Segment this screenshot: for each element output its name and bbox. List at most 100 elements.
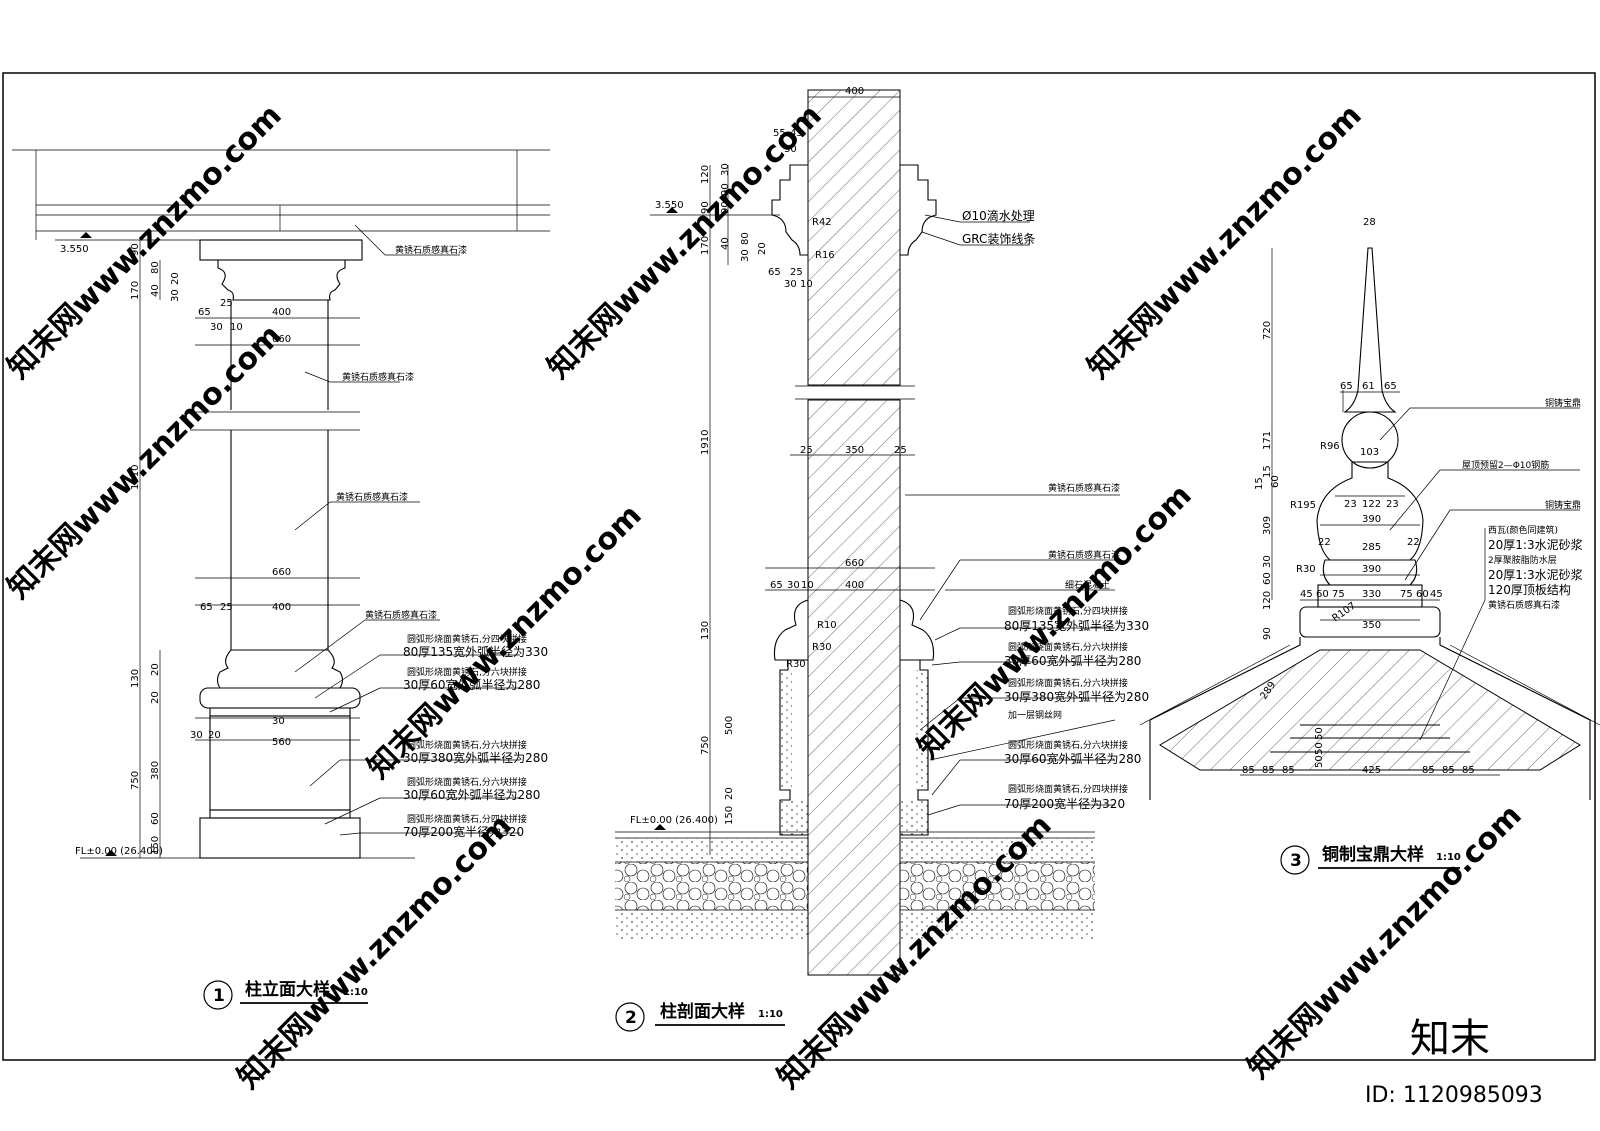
dim-label: 45 xyxy=(1300,589,1313,600)
dim-label: 150 xyxy=(724,806,735,825)
dim-label: 660 xyxy=(845,558,864,569)
dim-label: 660 xyxy=(272,567,291,578)
dim-label: 30 xyxy=(720,163,731,176)
note-b2-b: 30厚60宽外弧半径为280 xyxy=(1004,653,1141,668)
detail-number-2: 2 xyxy=(625,1008,637,1028)
id-label: ID: 1120985093 xyxy=(1365,1083,1543,1108)
note-b4-a: 圆弧形烧面黄锈石,分六块拼接 xyxy=(1008,739,1128,751)
dim-label: 20 xyxy=(150,691,161,704)
detail-title-2: 柱剖面大样 xyxy=(660,1001,745,1022)
dim-label: 85 xyxy=(1422,765,1435,776)
dim-label: 171 xyxy=(1262,431,1273,450)
dim-label: 390 xyxy=(1362,514,1381,525)
note-b2-a: 圆弧形烧面黄锈石,分六块拼接 xyxy=(1008,641,1128,653)
dim-label: 560 xyxy=(272,737,291,748)
dim-label: 10 xyxy=(230,322,243,333)
finial-note-6: 2厚聚胺脂防水层 xyxy=(1488,554,1557,566)
note-cap: 黄锈石质感真石漆 xyxy=(395,244,467,256)
dim-label: 60 xyxy=(1270,475,1281,488)
dim-label: 45 xyxy=(1430,589,1443,600)
dim-label: 23 xyxy=(1344,499,1357,510)
detail-number-1: 1 xyxy=(213,986,225,1006)
dim-label: R107 xyxy=(1330,601,1358,625)
radius-label: R30 xyxy=(786,659,806,670)
dim-label: 350 xyxy=(845,445,864,456)
dim-label: 30 xyxy=(190,730,203,741)
note-concrete: 细石混凝土 xyxy=(1065,579,1110,591)
dim-label: 90 xyxy=(720,183,731,196)
dim-label: 30 xyxy=(740,249,751,262)
note-base2-a: 圆弧形烧面黄锈石,分六块拼接 xyxy=(407,666,527,678)
dim-label: 380 xyxy=(150,761,161,780)
dim-label: 350 xyxy=(1362,620,1381,631)
dim-label: 85 xyxy=(1242,765,1255,776)
dim-label: 30 xyxy=(787,580,800,591)
dim-label: 60 xyxy=(1416,589,1429,600)
dim-label: 10 xyxy=(801,580,814,591)
dim-label: 500 xyxy=(724,716,735,735)
dim-label: 400 xyxy=(845,86,864,97)
dim-label: 40 xyxy=(720,237,731,250)
finial-note-4: 西瓦(颜色同建筑) xyxy=(1488,524,1558,536)
dim-label: 65 xyxy=(768,267,781,278)
dim-label: 30 xyxy=(784,279,797,290)
dim-label: 22 xyxy=(1407,537,1420,548)
finial-note-7: 20厚1:3水泥砂浆 xyxy=(1488,567,1583,582)
sheet-border xyxy=(2,72,1596,1061)
note-b4-b: 30厚60宽外弧半径为280 xyxy=(1004,751,1141,766)
detail-scale-3: 1:10 xyxy=(1436,852,1461,863)
note-base1-b: 80厚135宽外弧半径为330 xyxy=(403,644,548,659)
dim-label: 60 xyxy=(150,812,161,825)
finial-note-2: 屋顶预留2—Φ10钢筋 xyxy=(1462,459,1549,471)
dim-label: 23 xyxy=(1386,499,1399,510)
dim-label: 80 xyxy=(740,232,751,245)
note-base4-b: 30厚60宽外弧半径为280 xyxy=(403,787,540,802)
section-detail: 400 55 45 30 R42 R16 3.550 120 90 170 30… xyxy=(615,86,1149,1032)
dim-label: 122 xyxy=(1362,499,1381,510)
dim-label: 309 xyxy=(1262,516,1273,535)
dim-label: 660 xyxy=(272,334,291,345)
dim-label: 30 xyxy=(170,289,181,302)
dim-label: 170 xyxy=(700,236,711,255)
level-top-2: 3.550 xyxy=(655,200,684,211)
dim-label: 85 xyxy=(1282,765,1295,776)
finial-note-9: 黄锈石质感真石漆 xyxy=(1488,599,1560,611)
dim-label: 65 xyxy=(198,307,211,318)
dim-label: R195 xyxy=(1290,500,1316,511)
dim-label: 25 xyxy=(790,267,803,278)
note-paint2: 黄锈石质感真石漆 xyxy=(1048,549,1120,561)
detail-scale-2: 1:10 xyxy=(758,1009,783,1020)
note-b5-a: 圆弧形烧面黄锈石,分四块拼接 xyxy=(1008,783,1128,795)
dim-label: 90 xyxy=(130,243,141,256)
dim-label: 85 xyxy=(1442,765,1455,776)
dim-label: 30 xyxy=(1262,555,1273,568)
dim-label: 90 xyxy=(1262,627,1273,640)
elevation-detail: 3.550 FL±0.00 (26.400) 90 170 80 20 40 3… xyxy=(12,149,550,1010)
note-base2-b: 30厚60宽外弧半径为280 xyxy=(403,677,540,692)
dim-label: 15 xyxy=(1262,465,1273,478)
dim-label: 20 xyxy=(150,663,161,676)
dim-label: 55 xyxy=(773,128,786,139)
dim-label: 50 xyxy=(1314,755,1325,768)
dim-label: 75 xyxy=(1332,589,1345,600)
level-floor-1: FL±0.00 (26.400) xyxy=(75,846,163,857)
dim-label: 61 xyxy=(1362,381,1375,392)
dim-label: 30 xyxy=(784,144,797,155)
dim-label: 28 xyxy=(1363,217,1376,228)
dim-label: 45 xyxy=(790,128,803,139)
dim-label: 750 xyxy=(130,771,141,790)
dim-label: 25 xyxy=(800,445,813,456)
dim-label: 425 xyxy=(1362,765,1381,776)
dim-label: 285 xyxy=(1362,542,1381,553)
dim-label: 50 xyxy=(1314,727,1325,740)
dim-label: 400 xyxy=(272,602,291,613)
dim-label: 170 xyxy=(130,281,141,300)
dim-label: 330 xyxy=(1362,589,1381,600)
dim-label: 40 xyxy=(150,284,161,297)
detail-title-1: 柱立面大样 xyxy=(245,979,330,1000)
note-base5-a: 圆弧形烧面黄锈石,分四块拼接 xyxy=(407,813,527,825)
dim-label: 120 xyxy=(1262,591,1273,610)
dim-label: R30 xyxy=(1296,564,1316,575)
dim-label: 1910 xyxy=(130,465,141,490)
finial-note-8: 120厚顶板结构 xyxy=(1488,582,1571,597)
